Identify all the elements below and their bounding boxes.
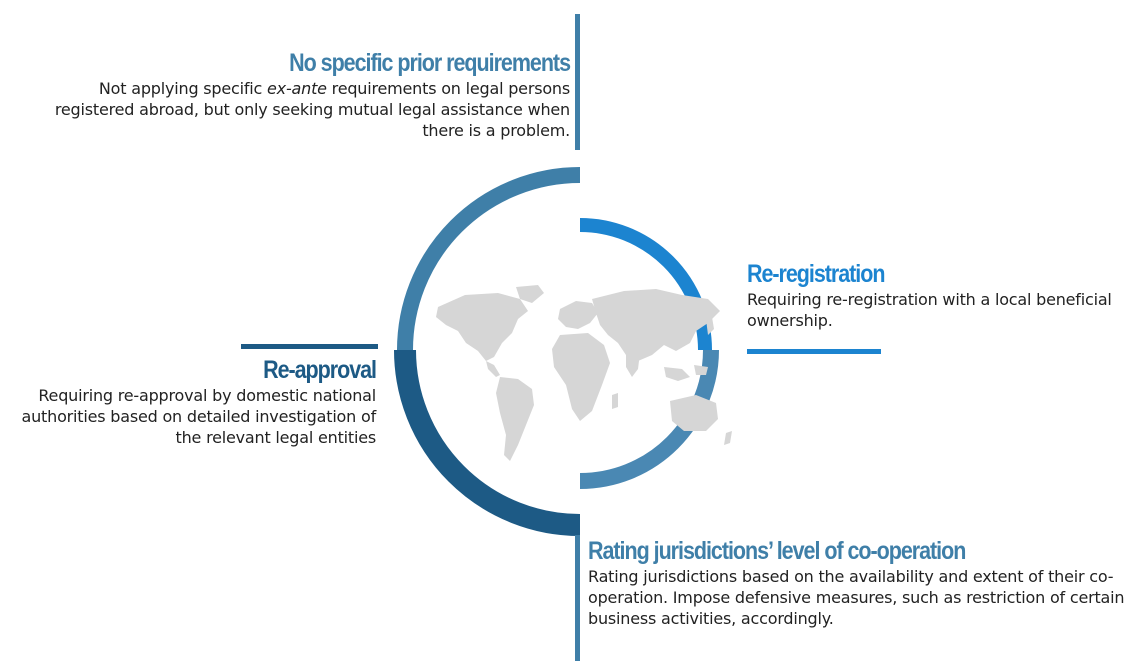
- connector-line-top: [575, 14, 580, 150]
- ring-segment-bottom-left: [394, 349, 581, 536]
- map-landmass: [612, 393, 618, 409]
- map-landmass: [552, 333, 610, 421]
- map-landmass: [496, 377, 534, 461]
- rating-jurisdictions-desc: Rating jurisdictions based on the availa…: [588, 567, 1125, 628]
- no-prior-requirements-desc: Not applying specific ex-ante requiremen…: [20, 78, 570, 141]
- map-landmass: [486, 361, 500, 377]
- rating-jurisdictions-title: Rating jurisdictions’ level of co-operat…: [588, 537, 966, 565]
- map-landmass: [592, 289, 720, 361]
- map-landmass: [558, 301, 598, 329]
- desc-text-post: requirements on legal persons registered…: [54, 79, 570, 140]
- connector-line-left: [241, 344, 378, 349]
- map-landmass: [670, 395, 718, 431]
- ring-diagram: [394, 167, 732, 536]
- map-landmass: [664, 367, 690, 381]
- world-map-icon: [436, 285, 732, 461]
- rating-jurisdictions-block: Rating jurisdictions’ level of co-operat…: [588, 536, 1144, 629]
- re-registration-title: Re-registration: [747, 260, 885, 288]
- map-landmass: [706, 317, 714, 335]
- ring-segment-bottom-right: [579, 349, 719, 489]
- no-prior-requirements-title: No specific prior requirements: [289, 49, 571, 77]
- map-landmass: [626, 349, 640, 377]
- desc-text-pre: Not applying specific: [98, 79, 268, 98]
- no-prior-requirements-block: No specific prior requirements Not apply…: [20, 48, 571, 141]
- re-approval-block: Re-approval Requiring re-approval by dom…: [0, 355, 378, 448]
- re-registration-block: Re-registration Requiring re-registratio…: [747, 259, 1144, 331]
- map-landmass: [724, 431, 732, 445]
- connector-line-right: [747, 349, 881, 354]
- connector-line-bottom: [575, 535, 580, 661]
- map-landmass: [516, 285, 544, 303]
- map-landmass: [436, 293, 528, 361]
- re-registration-desc: Requiring re-registration with a local b…: [747, 290, 1112, 330]
- re-approval-title: Re-approval: [263, 356, 377, 384]
- desc-text-em: ex-ante: [267, 79, 327, 98]
- re-approval-desc: Requiring re-approval by domestic nation…: [21, 386, 377, 447]
- ring-segment-top-left: [397, 167, 581, 351]
- map-landmass: [694, 365, 708, 375]
